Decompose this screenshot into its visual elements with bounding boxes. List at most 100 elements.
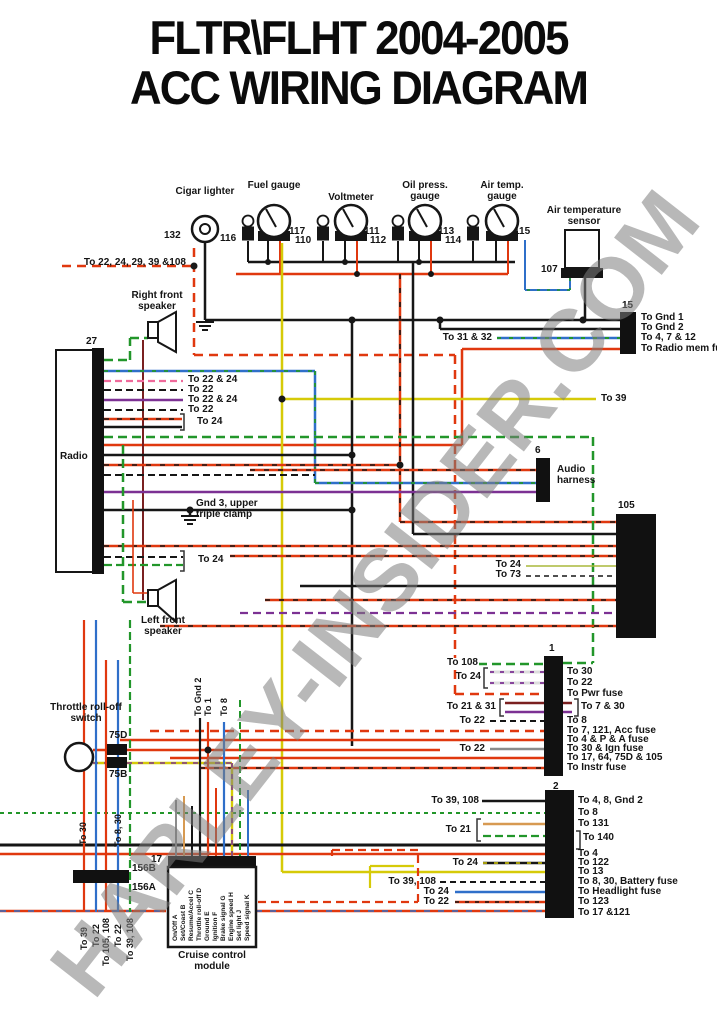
conn2-right-6: To 13 <box>578 866 604 877</box>
vert-to-8-30-label: To 8, 30 <box>113 814 123 847</box>
num-114: 114 <box>445 235 462 246</box>
vbot-2: To 105, 108 <box>101 918 111 966</box>
conn105-to73-label: To 73 <box>480 569 522 581</box>
oil-gauge-label: Oil press. gauge <box>402 180 448 202</box>
num-27: 27 <box>86 336 98 347</box>
radio-lower-to24-label: To 24 <box>198 554 224 565</box>
conn1-right-9: To Instr fuse <box>567 762 627 773</box>
num-6: 6 <box>535 445 541 456</box>
cruise-pin-4: Ground E <box>204 911 211 941</box>
cruise-pin-2: Resume/Accel C <box>188 890 195 941</box>
connector-27-bar <box>92 348 104 574</box>
vbot-3: To 22 <box>113 924 123 947</box>
cruise-pin-1: Set/Coast B <box>180 904 187 941</box>
cruise-pin-7: Engine speed H <box>228 892 235 941</box>
num-156b: 156B <box>132 863 156 874</box>
conn2-right-0: To 4, 8, Gnd 2 <box>578 795 643 806</box>
gnd3-label: Gnd 3, upper triple clamp <box>196 498 258 520</box>
conn15-row-3: To Radio mem fuse <box>641 343 717 354</box>
fuel-gauge-label: Fuel gauge <box>247 180 301 191</box>
vert-to-8-label: To 8 <box>219 698 229 716</box>
connector-75b-bar <box>107 757 127 768</box>
num-107: 107 <box>541 264 558 275</box>
num-156a: 156A <box>132 882 156 893</box>
conn2-right-10: To 17 &121 <box>578 907 631 918</box>
left-front-speaker-icon <box>147 578 177 625</box>
vert-to-gnd2-label: To Gnd 2 <box>193 677 203 716</box>
num-15: 15 <box>622 300 634 311</box>
radio-label: Radio <box>60 451 88 462</box>
conn15-row-2: To 4, 7 & 12 <box>641 332 696 343</box>
conn2-left-2: To 24 <box>452 857 478 868</box>
connector-6-bar <box>536 458 550 502</box>
conn2-right-3: To 140 <box>583 832 614 843</box>
connector-156-bar <box>73 870 129 883</box>
connector-15-bar <box>620 312 636 354</box>
components <box>55 203 656 949</box>
conn2-left-5: To 22 <box>423 896 449 907</box>
connector-75d-bar <box>107 744 127 755</box>
vbot-4: To 39, 108 <box>125 918 135 961</box>
page-title-line2: ACC WIRING DIAGRAM <box>129 61 589 114</box>
conn1-right-5: To 7, 121, Acc fuse <box>567 725 656 736</box>
conn2-left-3: To 39, 108 <box>388 876 436 887</box>
conn15-row-0: To Gnd 1 <box>641 312 684 323</box>
conn1-left-1: To 24 <box>455 671 481 682</box>
conn2-right-4: To 4 <box>578 848 598 859</box>
radio-wire-label-4: To 24 <box>197 416 223 427</box>
label-brackets <box>180 413 581 850</box>
num-110: 110 <box>295 235 312 246</box>
conn1-right-1: To 22 <box>567 677 593 688</box>
conn1-right-6: To 4 & P & A fuse <box>567 734 649 745</box>
num-75d: 75D <box>109 730 128 741</box>
radio-wire-label-0: To 22 & 24 <box>188 374 238 385</box>
air-temp-sensor-icon <box>564 229 600 269</box>
conn2-left-4: To 24 <box>423 886 449 897</box>
num-1: 1 <box>549 643 555 654</box>
to-39-label: To 39 <box>601 393 627 404</box>
conn2-right-2: To 131 <box>578 818 609 829</box>
conn2-left-1: To 21 <box>445 824 471 835</box>
throttle-switch-label: Throttle roll-off switch <box>50 702 122 724</box>
air-gauge-label: Air temp. gauge <box>480 180 524 202</box>
to-31-32-label: To 31 & 32 <box>442 332 492 343</box>
conn1-left-3: To 22 <box>459 715 485 726</box>
conn105-to24-label: To 24 <box>480 559 522 571</box>
connector-17-bar <box>168 856 256 867</box>
vbot-1: To 22 <box>91 924 101 947</box>
cruise-pin-9: Speed signal K <box>244 894 251 941</box>
conn2-left-0: To 39, 108 <box>431 795 479 806</box>
num-75b: 75B <box>109 769 128 780</box>
num-17: 17 <box>151 854 163 865</box>
radio-box <box>55 349 97 573</box>
connector-1-bar <box>544 656 563 776</box>
cruise-pin-8: Set light J <box>236 909 243 941</box>
num-113: 113 <box>438 226 455 237</box>
num-116: 116 <box>220 233 237 244</box>
num-115: 115 <box>514 226 531 237</box>
radio-wire-label-3: To 22 <box>188 404 214 415</box>
connector-105-bar <box>616 514 656 638</box>
cruise-pin-6: Brake signal G <box>220 895 227 941</box>
vbot-0: To 39 <box>79 927 89 950</box>
num-132: 132 <box>164 230 181 241</box>
vert-to-30-label: To 30 <box>78 822 88 845</box>
num-105: 105 <box>618 500 635 511</box>
conn1-left-0: To 108 <box>446 657 479 669</box>
gauge-icons <box>256 203 520 241</box>
voltmeter-label: Voltmeter <box>328 192 374 203</box>
num-117: 117 <box>289 226 306 237</box>
conn1-right-0: To 30 <box>567 666 593 677</box>
junction-dots <box>186 259 587 754</box>
conn15-row-1: To Gnd 2 <box>641 322 684 333</box>
conn2-right-8: To Headlight fuse <box>578 886 662 897</box>
conn1-left-4: To 22 <box>459 743 485 754</box>
throttle-switch-icon <box>63 741 95 773</box>
connector-107-bar <box>561 268 603 278</box>
conn1-right-4: To 8 <box>567 715 587 726</box>
bulb-icons <box>241 214 480 241</box>
air-sensor-label: Air temperature sensor <box>546 205 622 227</box>
cigar-lighter-label: Cigar lighter <box>175 186 235 197</box>
cruise-pin-5: Ignition F <box>212 911 219 941</box>
